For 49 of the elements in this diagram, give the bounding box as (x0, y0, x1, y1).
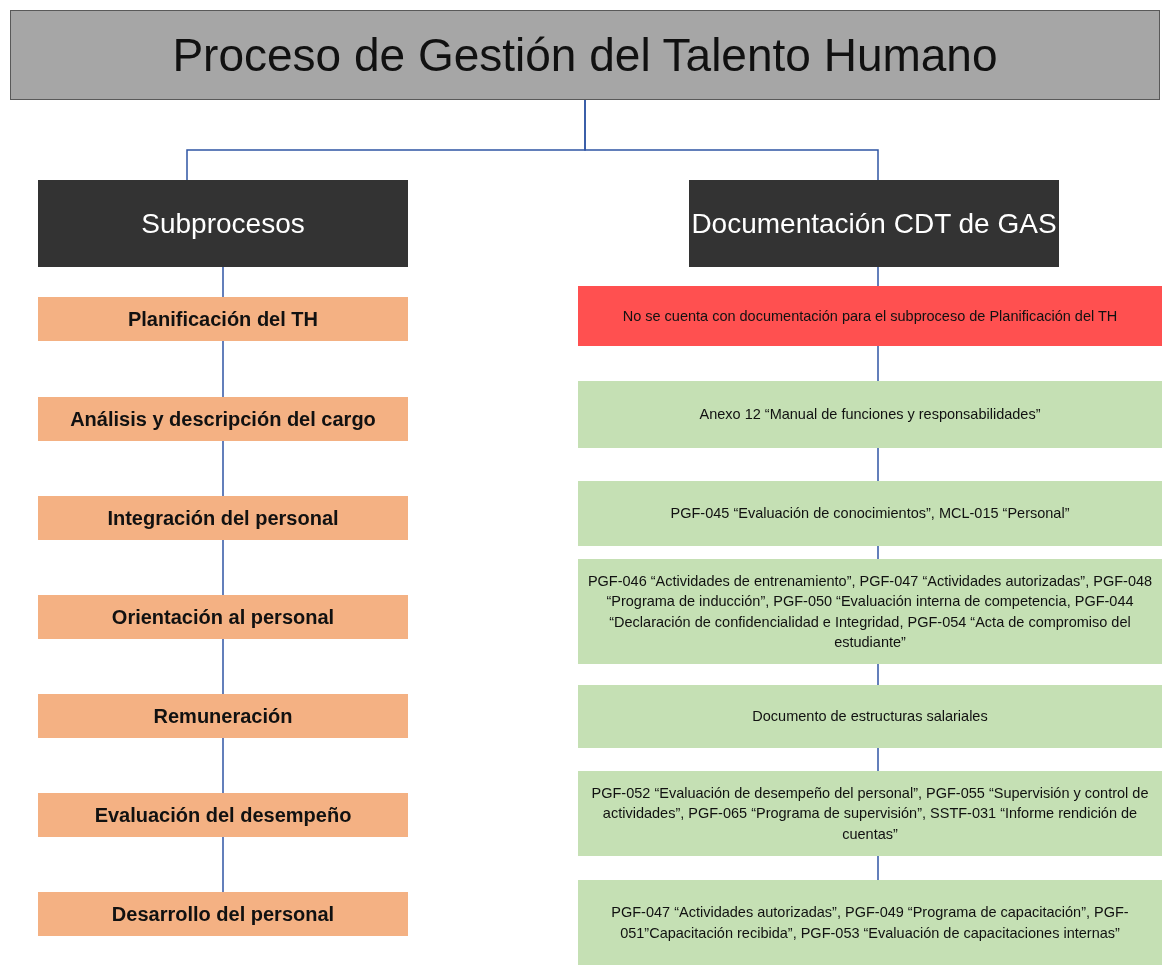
document-box (578, 559, 1162, 664)
subprocess-label: Desarrollo del personal (111, 902, 335, 927)
subprocess-box (38, 496, 408, 540)
connector-line (222, 539, 224, 596)
document-text: Documento de estructuras salariales (752, 707, 988, 727)
document-text: PGF-046 “Actividades de entrenamiento”, PGF-047 “Actividades autorizadas”, PGF-048 “Programa de inducción”, PGF-050 “Evaluación interna de competencia, PGF-044 “Declaración de confidencialidad e Integridad, PGF-054 “Acta de compromiso del estudiante” (586, 571, 1154, 652)
subprocess-box (38, 397, 408, 441)
document-box (578, 685, 1162, 748)
header-box (38, 180, 408, 267)
connector-line (222, 340, 224, 398)
title-text: Proceso de Gestión del Talento Humano (172, 27, 998, 83)
document-text: PGF-047 “Actividades autorizadas”, PGF-049 “Programa de capacitación”, PGF-051”Capacitación recibida”, PGF-053 “Evaluación de capacitaciones internas” (610, 903, 1130, 943)
header-box (689, 180, 1059, 267)
subprocess-label: Evaluación del desempeño (94, 803, 352, 828)
document-box (578, 381, 1162, 448)
header-text: Subprocesos (141, 206, 305, 241)
subprocess-label: Análisis y descripción del cargo (70, 407, 376, 432)
connector-line (877, 545, 879, 560)
subprocess-box (38, 297, 408, 341)
document-box (578, 880, 1162, 965)
connector-line (222, 266, 224, 298)
subprocess-box (38, 793, 408, 837)
connector-line (222, 440, 224, 497)
title-box (10, 10, 1160, 100)
subprocess-label: Remuneración (153, 704, 293, 729)
subprocess-box (38, 892, 408, 936)
connector-line (222, 737, 224, 794)
subprocess-label: Orientación al personal (111, 605, 335, 630)
warning-text: No se cuenta con documentación para el subproceso de Planificación del TH (622, 306, 1118, 326)
subprocess-label: Planificación del TH (127, 307, 318, 332)
document-text: PGF-045 “Evaluación de conocimientos”, MCL-015 “Personal” (670, 504, 1070, 524)
connector-line (877, 855, 879, 881)
subprocess-label: Integración del personal (107, 506, 339, 531)
subprocess-box (38, 595, 408, 639)
connector-line (877, 447, 879, 482)
connector-line (877, 663, 879, 686)
connector-line (877, 747, 879, 772)
document-box (578, 771, 1162, 856)
document-box (578, 481, 1162, 546)
connector-line (222, 638, 224, 695)
subprocess-box (38, 694, 408, 738)
header-text: Documentación CDT de GAS (691, 206, 1057, 241)
connector-line (877, 345, 879, 382)
warning-box (578, 286, 1162, 346)
document-text: PGF-052 “Evaluación de desempeño del personal”, PGF-055 “Supervisión y control de actividades”, PGF-065 “Programa de supervisión”, SSTF-031 “Informe rendición de cuentas” (590, 784, 1150, 844)
document-text: Anexo 12 “Manual de funciones y responsabilidades” (699, 405, 1041, 425)
connector-line (877, 266, 879, 287)
connector-line (222, 836, 224, 893)
connector-line (584, 99, 879, 181)
